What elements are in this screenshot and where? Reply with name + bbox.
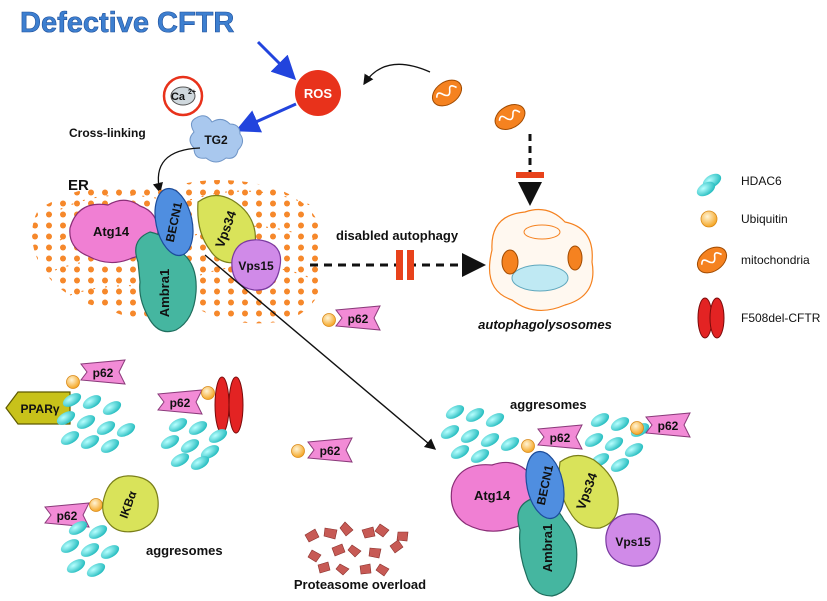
ppar-label: PPARγ [20,402,59,416]
arrow-ros-to-tg2 [235,102,297,133]
hdac6-cluster-3 [58,518,122,580]
mitochondria-icon [691,241,733,279]
lysosome-mito-left [501,249,519,275]
p62-label-1: p62 [348,312,369,326]
proteasome-overload-label: Proteasome overload [294,577,426,592]
p62-label-2: p62 [93,366,114,380]
calcium-charge: 2+ [188,89,196,96]
cftr-icon-1 [214,376,230,434]
arrow-cftr-to-ros [256,40,297,81]
ubiquitin-icon-1 [322,313,336,327]
becn1-node [154,187,194,257]
p62-label-7: p62 [658,419,679,433]
ubiquitin-icon-3 [201,386,215,400]
aggresomes-label-top: aggresomes [510,397,587,412]
ubiquitin-icon-7 [630,421,644,435]
ikb-node [102,475,159,533]
block-mitophagy [516,172,544,178]
ambra1-label: Ambra1 [157,269,172,317]
arrow-complex-to-aggresome [204,254,437,450]
ubiquitin-icon-2 [66,375,80,389]
lysosome-mito-right [567,245,583,271]
legend-cftr: F508del-CFTR [741,311,821,325]
calcium-label: Ca [171,91,186,103]
tg2-label: TG2 [204,133,228,147]
vps15-label: Vps15 [238,259,274,273]
legend: HDAC6 Ubiquitin mitochondria F508del-CFT… [691,173,821,339]
vps34-node-2 [558,454,619,529]
tg2-node [189,115,244,163]
p62-label-3: p62 [170,396,191,410]
autophagolysosome [488,209,594,311]
ubiquitin-icon-6 [521,439,535,453]
becn1-node-2 [525,450,565,520]
er-folds [49,190,316,296]
hdac6-cluster-4 [438,402,522,466]
p62-label-6: p62 [550,431,571,445]
autophagolysosomes-label: autophagolysosomes [478,317,612,332]
ros-node [295,70,341,116]
title: Defective CFTR [20,7,234,39]
legend-hdac6: HDAC6 [741,174,782,188]
disabled-autophagy-label: disabled autophagy [336,228,459,243]
aggresomes-label-bottom: aggresomes [146,543,223,558]
ambra1-label-2: Ambra1 [540,524,555,572]
mitochondria-icon-1 [426,74,468,112]
arrow-tg2-to-complex [152,147,201,194]
p62-label-4: p62 [320,444,341,458]
block-autophagy-1 [396,250,403,280]
vps15-node-2 [605,513,661,567]
ros-label: ROS [304,86,333,101]
legend-mitochondria: mitochondria [741,253,810,267]
mitochondria-icon-2 [489,98,531,136]
ubiquitin-icon [700,210,718,228]
atg14-label-2: Atg14 [474,488,511,503]
ubiquitin-icon-5 [89,498,103,512]
legend-ubiquitin: Ubiquitin [741,212,788,226]
atg14-label: Atg14 [93,224,130,239]
ambra1-node [135,231,197,333]
ubiquitin-icon-4 [291,444,305,458]
arrow-mito-to-ros [363,63,431,86]
block-autophagy-2 [407,250,414,280]
proteasome-fragments [304,521,409,577]
crosslinking-label: Cross-linking [69,126,146,140]
p62-label-5: p62 [57,509,78,523]
vps15-label-2: Vps15 [615,535,651,549]
cftr-icon-2 [228,376,244,434]
ppar-node [5,391,71,425]
hdac6-cluster-1 [54,390,138,456]
